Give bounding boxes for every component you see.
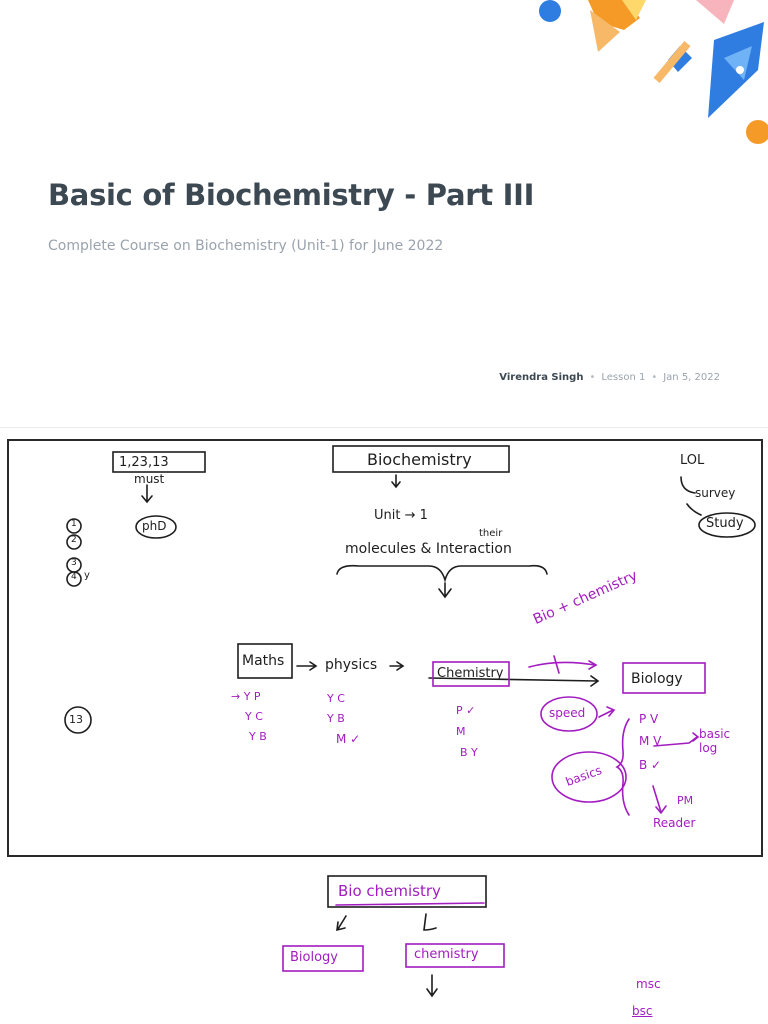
note-physics: physics [325, 657, 378, 673]
note-lol: LOL [680, 453, 705, 468]
note-maths-list-item: Y C [245, 710, 263, 723]
note-maths: Maths [242, 653, 285, 669]
note-pm: PM [677, 794, 694, 807]
note-biology-box: Biology [290, 950, 338, 965]
note-biochemistry-heading: Biochemistry [367, 450, 472, 469]
lesson-number: Lesson 1 [601, 372, 646, 383]
note-biology: Biology [631, 671, 683, 687]
note-phd: phD [142, 519, 167, 533]
note-molecules-interaction: molecules & Interaction [345, 541, 512, 557]
note-bio-list-item: B ✓ [639, 758, 662, 772]
note-circled-2: 2 [71, 535, 77, 545]
note-chem-list-item: B Y [460, 746, 478, 759]
note-bio-list-item: P V [639, 712, 659, 726]
note-physics-list-item: Y B [327, 712, 345, 725]
whiteboard-notes: 1,23,13 must phD 1 2 3 4 y 13 Biochemist… [7, 439, 763, 857]
note-basic-log: basic log [699, 727, 731, 756]
note-must: must [134, 472, 165, 486]
note-circled-4: 4 [71, 572, 77, 582]
slide-divider [0, 427, 768, 428]
note-msc: msc [636, 977, 661, 991]
note-chem-list-item: P ✓ [456, 704, 476, 717]
note-physics-list-item: Y C [327, 692, 345, 705]
lesson-date: Jan 5, 2022 [663, 372, 720, 383]
note-chemistry-box: chemistry [414, 947, 479, 962]
course-subtitle: Complete Course on Biochemistry (Unit-1)… [48, 238, 444, 254]
note-survey: survey [695, 486, 736, 500]
note-numbers-box: 1,23,13 [119, 455, 169, 470]
meta-separator: • [589, 372, 596, 383]
note-circled-1: 1 [71, 519, 77, 529]
note-unit: Unit → 1 [374, 508, 428, 523]
note-their: their [479, 528, 503, 539]
note-chem-list-item: M [456, 725, 466, 738]
note-biochemistry-box: Bio chemistry [338, 882, 441, 900]
lesson-title: Basic of Biochemistry - Part III [48, 178, 535, 212]
stationery-decoration-icon [539, 0, 768, 144]
note-bsc: bsc [632, 1004, 653, 1018]
meta-separator: • [651, 372, 658, 383]
note-reader: Reader [653, 816, 696, 830]
lesson-meta: Virendra Singh • Lesson 1 • Jan 5, 2022 [499, 372, 720, 383]
handwriting-strokes [64, 445, 756, 816]
note-maths-list-item: Y B [249, 730, 267, 743]
note-chemistry: Chemistry [437, 666, 504, 681]
note-physics-list-item: M ✓ [336, 732, 361, 746]
note-y-mark: y [84, 570, 90, 581]
note-speed: speed [549, 706, 586, 720]
note-study: Study [706, 516, 744, 531]
note-circled-13: 13 [69, 713, 83, 726]
title-slide: Basic of Biochemistry - Part III Complet… [0, 0, 768, 425]
note-circled-3: 3 [71, 558, 77, 568]
note-maths-list-item: → Y P [231, 690, 261, 703]
author-name: Virendra Singh [499, 372, 584, 383]
note-bio-list-item: M V [639, 734, 662, 748]
